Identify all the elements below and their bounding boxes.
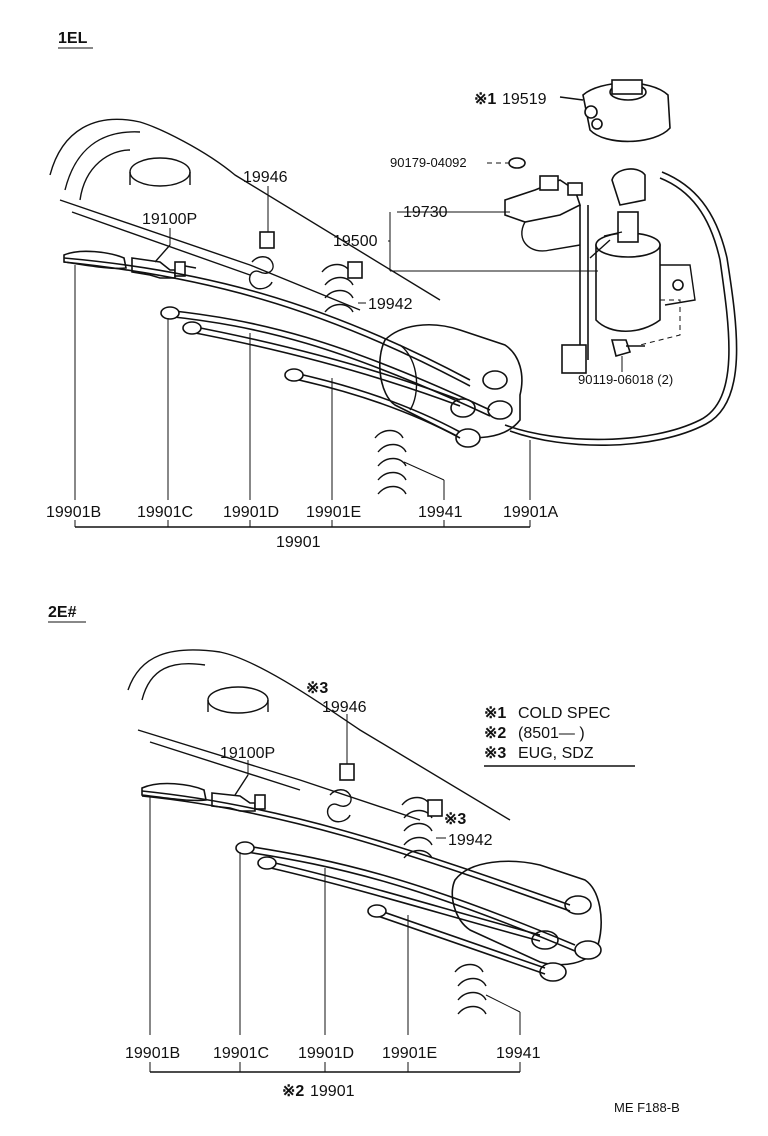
leader-lines-1 [74,186,623,528]
label-part-90179: 90179-04092 [390,155,467,170]
wire-clamps-1 [248,231,407,495]
legend-text-2: (8501— ) [518,725,585,742]
label-part-19946: 19946 [243,169,288,186]
distributor-2 [451,860,602,982]
label-part-90119: 90119-06018 (2) [578,372,673,387]
distributor-cap-part [559,79,671,143]
label-wire-19901d: 19901D [223,504,279,521]
label-part-19100p: 19100P [142,211,197,228]
legend-text-1: COLD SPEC [518,705,610,722]
leader-lines-2 [149,714,521,1073]
nut-part [487,157,526,169]
label-wire-19901b-2: 19901B [125,1045,180,1062]
bracket-part [504,175,583,252]
label-wire-19901e-2: 19901E [382,1045,437,1062]
section-heading-1el: 1EL [58,30,88,47]
label-wire-19901c-2: 19901C [213,1045,269,1062]
label-cold-spec-mark: ※1 [474,91,496,108]
label-part-19941: 19941 [418,504,463,521]
engine-head-outline [49,118,441,311]
legend: ※1 COLD SPEC ※2 (8501— ) ※3 EUG, SDZ [484,705,635,767]
section-1el: 1EL [46,30,738,551]
label-part-19946-2: 19946 [322,699,367,716]
section-heading-2e: 2E# [48,604,77,621]
section-2e: 2E# [48,604,602,1100]
engine-head-outline-2 [127,649,511,821]
figure-code: ME F188-B [614,1100,680,1115]
label-part-19730: 19730 [403,204,448,221]
label-mark-3-top: ※3 [306,680,328,697]
plug-wires-1 [63,171,738,447]
label-set-mark-2: ※2 [282,1083,304,1100]
legend-mark-3: ※3 [484,745,506,762]
ignition-coil [561,168,696,374]
legend-mark-1: ※1 [484,705,506,722]
label-wire-19901d-2: 19901D [298,1045,354,1062]
label-wire-19901b: 19901B [46,504,101,521]
label-wire-set-19901: 19901 [276,534,321,551]
legend-text-3: EUG, SDZ [518,745,594,762]
label-mark-3-mid: ※3 [444,811,466,828]
label-part-19942-2: 19942 [448,832,493,849]
plug-wires-2 [141,790,576,975]
label-part-19500: 19500 [333,233,378,250]
label-part-19941-2: 19941 [496,1045,541,1062]
label-part-19100p-2: 19100P [220,745,275,762]
label-wire-19901e: 19901E [306,504,361,521]
wire-clamps-2 [326,763,487,1015]
label-wire-19901a: 19901A [503,504,558,521]
label-part-19942: 19942 [368,296,413,313]
legend-mark-2: ※2 [484,725,506,742]
label-part-19519: 19519 [502,91,547,108]
label-wire-set-19901-2: 19901 [310,1083,355,1100]
label-wire-19901c: 19901C [137,504,193,521]
